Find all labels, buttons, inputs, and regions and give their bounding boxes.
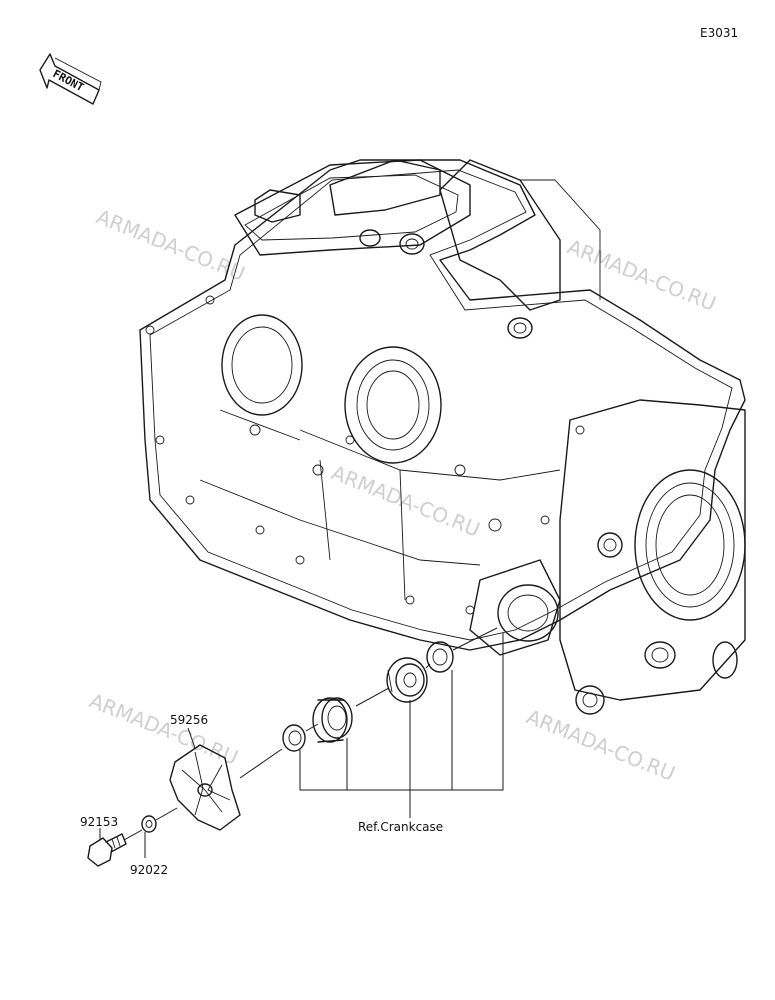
mechanical-seal [312, 697, 353, 743]
watermark-2: ARMADA-CO.RU [564, 234, 719, 315]
label-washer-92022: 92022 [130, 863, 168, 877]
watermark-1: ARMADA-CO.RU [93, 204, 248, 285]
crankcase-drawing [139, 159, 746, 715]
front-arrow-icon: FRONT [39, 53, 102, 105]
washer [141, 815, 157, 833]
leader-lines [99, 627, 504, 858]
impeller [169, 744, 241, 831]
watermark-3: ARMADA-CO.RU [328, 460, 483, 541]
seal-ring [282, 724, 306, 752]
label-bolt-92153: 92153 [80, 815, 118, 829]
bolt-holes [145, 295, 585, 615]
diagram-code: E3031 [700, 26, 738, 40]
bearing [386, 657, 428, 703]
watermarks: ARMADA-CO.RU ARMADA-CO.RU ARMADA-CO.RU A… [86, 204, 719, 785]
label-impeller-59256: 59256 [170, 713, 208, 727]
watermark-4: ARMADA-CO.RU [86, 688, 241, 769]
watermark-5: ARMADA-CO.RU [523, 704, 678, 785]
label-ref-crankcase: Ref.Crankcase [358, 820, 443, 834]
oil-seal-large [426, 641, 454, 673]
bolt [87, 833, 127, 867]
